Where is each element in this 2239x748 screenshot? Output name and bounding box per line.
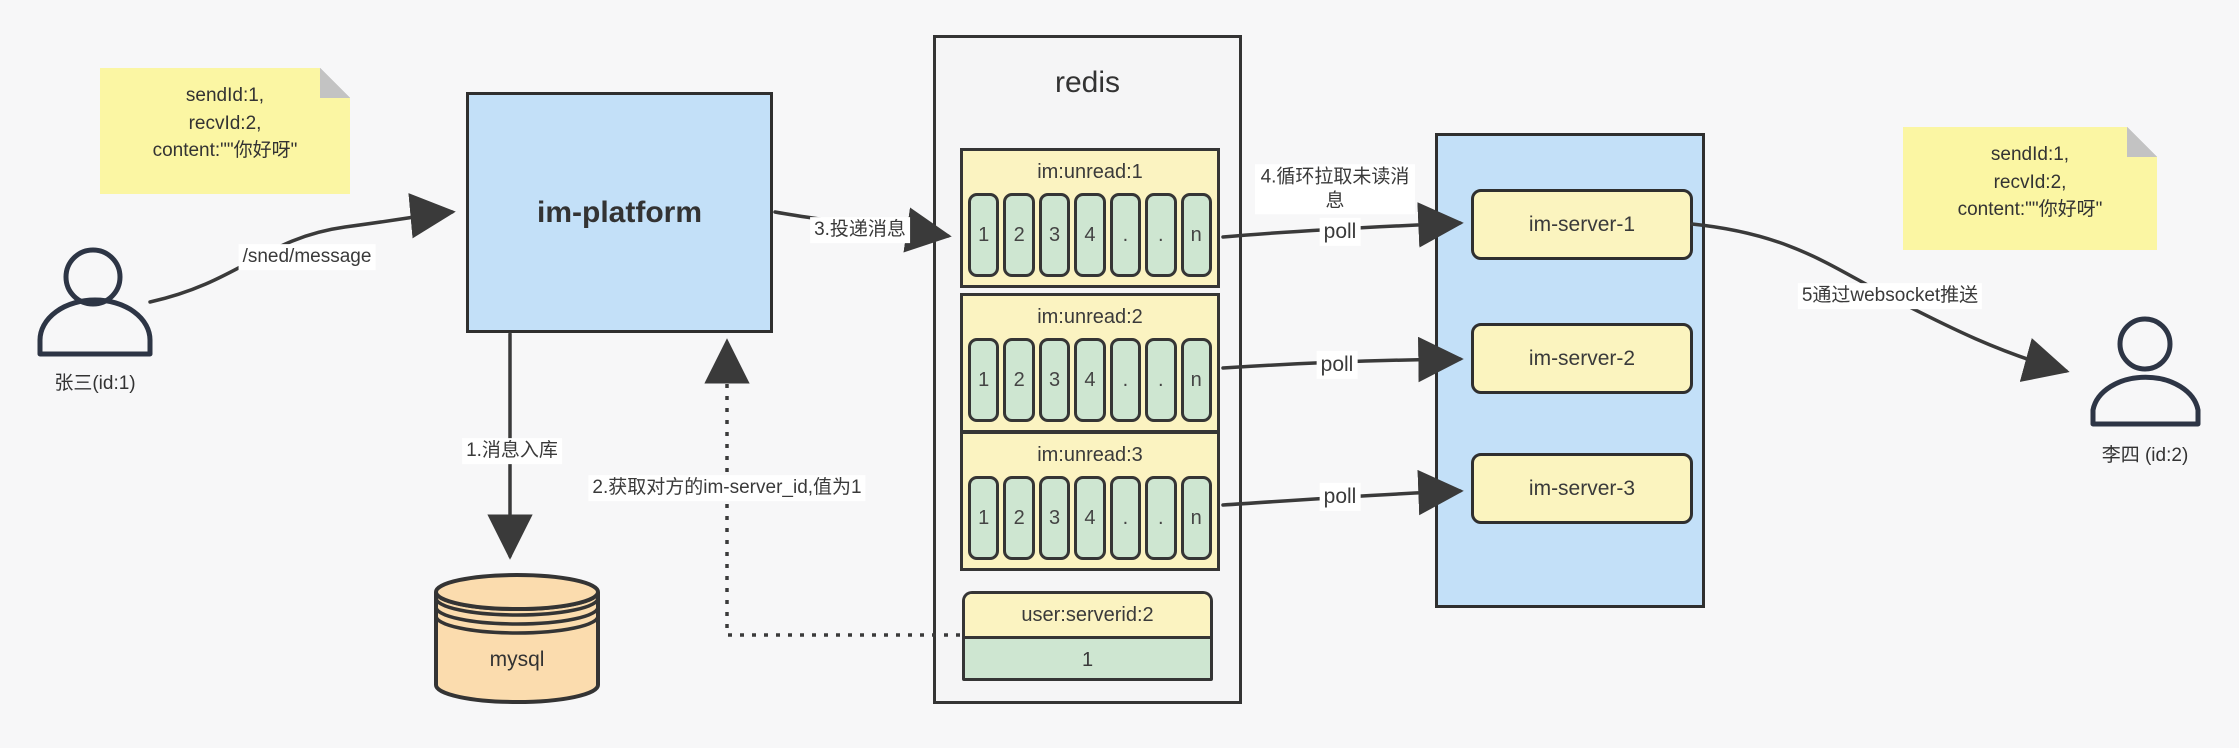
user-shoulders (37, 297, 153, 357)
sticky-note-left: sendId:1, recvId:2, content:""你好呀" (100, 68, 350, 194)
queue-cell: . (1109, 476, 1142, 560)
queue-cells: 1 2 3 4 . . n (963, 193, 1217, 277)
queue-im-unread-2: im:unread:2 1 2 3 4 . . n (960, 293, 1220, 433)
mysql-database-icon (434, 573, 600, 704)
queue-title: im:unread:2 (1037, 305, 1143, 328)
note-line: recvId:2, (188, 112, 262, 134)
im-server-1-box: im-server-1 (1471, 189, 1693, 260)
queue-cell: 3 (1038, 193, 1071, 277)
note-line: content:""你好呀" (1957, 199, 2103, 221)
mysql-ring (434, 615, 600, 635)
queue-cell: . (1109, 338, 1142, 422)
queue-cell: n (1180, 338, 1212, 422)
queue-cell: 1 (968, 338, 1000, 422)
queue-cell: . (1109, 193, 1142, 277)
mysql-ring (434, 597, 600, 617)
im-server-3-box: im-server-3 (1471, 453, 1693, 524)
user-icon-right (2090, 316, 2201, 427)
queue-cell: 4 (1074, 476, 1106, 560)
queue-cell: n (1180, 193, 1212, 277)
note-line: sendId:1, (185, 85, 265, 106)
user-label-left: 张三(id:1) (54, 373, 136, 394)
queue-im-unread-3: im:unread:3 1 2 3 4 . . n (960, 431, 1220, 571)
user-shoulders (2090, 374, 2201, 427)
queue-cell: 2 (1003, 193, 1035, 277)
im-platform-label: im-platform (537, 195, 702, 229)
mysql-label: mysql (489, 648, 545, 671)
queue-cell: 2 (1003, 476, 1035, 560)
sticky-note-right: sendId:1, recvId:2, content:""你好呀" (1903, 127, 2157, 250)
im-platform-box: im-platform (466, 92, 773, 333)
edge-label-step3: 3.投递消息 (810, 217, 910, 243)
user-head (2117, 316, 2173, 372)
user-head (63, 247, 123, 307)
queue-title: im:unread:1 (1037, 160, 1143, 183)
queue-cell: . (1145, 476, 1177, 560)
edge-label-step2: 2.获取对方的im-server_id,值为1 (588, 475, 866, 501)
redis-title: redis (1054, 66, 1121, 99)
note-fold-icon (2127, 127, 2157, 157)
redis-container: redis im:unread:1 1 2 3 4 . . n im:unrea… (933, 35, 1242, 704)
queue-cell: . (1145, 338, 1177, 422)
edge-label-step4: 4.循环拉取未读消息 (1255, 164, 1415, 214)
im-server-cluster: im-server-1 im-server-2 im-server-3 (1435, 133, 1705, 608)
queue-cell: 2 (1003, 338, 1035, 422)
edge-label-step5: 5通过websocket推送 (1797, 283, 1983, 309)
queue-cell: n (1180, 476, 1212, 560)
queue-cell: 3 (1038, 476, 1071, 560)
user-icon-left (37, 247, 153, 357)
edge-label-step1: 1.消息入库 (462, 438, 562, 464)
user-serverid-block: user:serverid:2 1 (962, 591, 1213, 681)
im-server-2-box: im-server-2 (1471, 323, 1693, 394)
note-line: recvId:2, (1993, 171, 2067, 193)
note-fold-icon (320, 68, 350, 98)
queue-im-unread-1: im:unread:1 1 2 3 4 . . n (960, 148, 1220, 288)
mysql-top (434, 573, 600, 611)
mysql-ring (434, 606, 600, 626)
queue-cell: 4 (1074, 193, 1106, 277)
edge-label-send: /sned/message (238, 244, 376, 270)
queue-cell: 1 (968, 193, 1000, 277)
user-label-right: 李四 (id:2) (2101, 445, 2189, 466)
queue-cells: 1 2 3 4 . . n (963, 338, 1217, 422)
user-serverid-title: user:serverid:2 (965, 594, 1210, 639)
edge-label-poll-3: poll (1319, 482, 1361, 512)
queue-title: im:unread:3 (1037, 443, 1143, 466)
queue-cell: . (1145, 193, 1177, 277)
queue-cell: 1 (968, 476, 1000, 560)
edge-label-poll-2: poll (1316, 350, 1358, 380)
queue-cell: 4 (1074, 338, 1106, 422)
user-serverid-value: 1 (965, 639, 1210, 678)
note-line: sendId:1, (1990, 144, 2070, 165)
queue-cells: 1 2 3 4 . . n (963, 476, 1217, 560)
note-line: content:""你好呀" (152, 140, 298, 162)
queue-cell: 3 (1038, 338, 1071, 422)
edge-label-poll-1: poll (1319, 217, 1361, 247)
